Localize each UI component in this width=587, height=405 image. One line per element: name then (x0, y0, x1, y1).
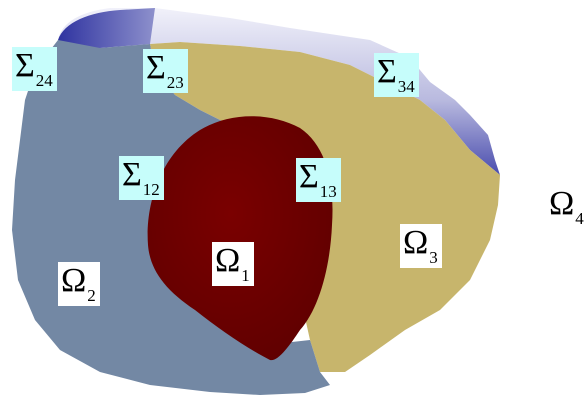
label-sigma-12: Σ12 (119, 156, 164, 200)
omega-subscript: 3 (429, 248, 438, 267)
sigma-subscript: 24 (35, 71, 53, 90)
omega-subscript: 2 (87, 286, 96, 305)
region-omega-1 (147, 116, 333, 361)
label-omega-4: Ω4 (549, 185, 584, 228)
label-sigma-34: Σ34 (374, 53, 419, 97)
sigma-symbol: Σ (15, 47, 35, 84)
sigma-subscript: 13 (319, 182, 337, 201)
omega-subscript: 1 (241, 266, 250, 285)
sigma-subscript: 34 (397, 77, 415, 96)
omega-symbol: Ω (215, 242, 241, 279)
top-rim-left-edge (58, 8, 155, 52)
omega-symbol: Ω (549, 185, 575, 222)
label-sigma-13: Σ13 (296, 158, 341, 202)
omega-symbol: Ω (403, 224, 429, 261)
label-omega-3: Ω3 (400, 224, 442, 268)
label-omega-1: Ω1 (212, 242, 254, 286)
sigma-subscript: 23 (166, 73, 184, 92)
sigma-symbol: Σ (299, 158, 319, 195)
sigma-symbol: Σ (377, 53, 397, 90)
sigma-symbol: Σ (122, 156, 142, 193)
label-omega-2: Ω2 (58, 262, 100, 306)
omega-subscript: 4 (575, 209, 584, 228)
top-rim-surface (58, 8, 500, 175)
sigma-subscript: 12 (142, 180, 160, 199)
sigma-symbol: Σ (146, 49, 166, 86)
label-sigma-24: Σ24 (12, 47, 57, 91)
label-sigma-23: Σ23 (143, 49, 188, 93)
omega-symbol: Ω (61, 262, 87, 299)
